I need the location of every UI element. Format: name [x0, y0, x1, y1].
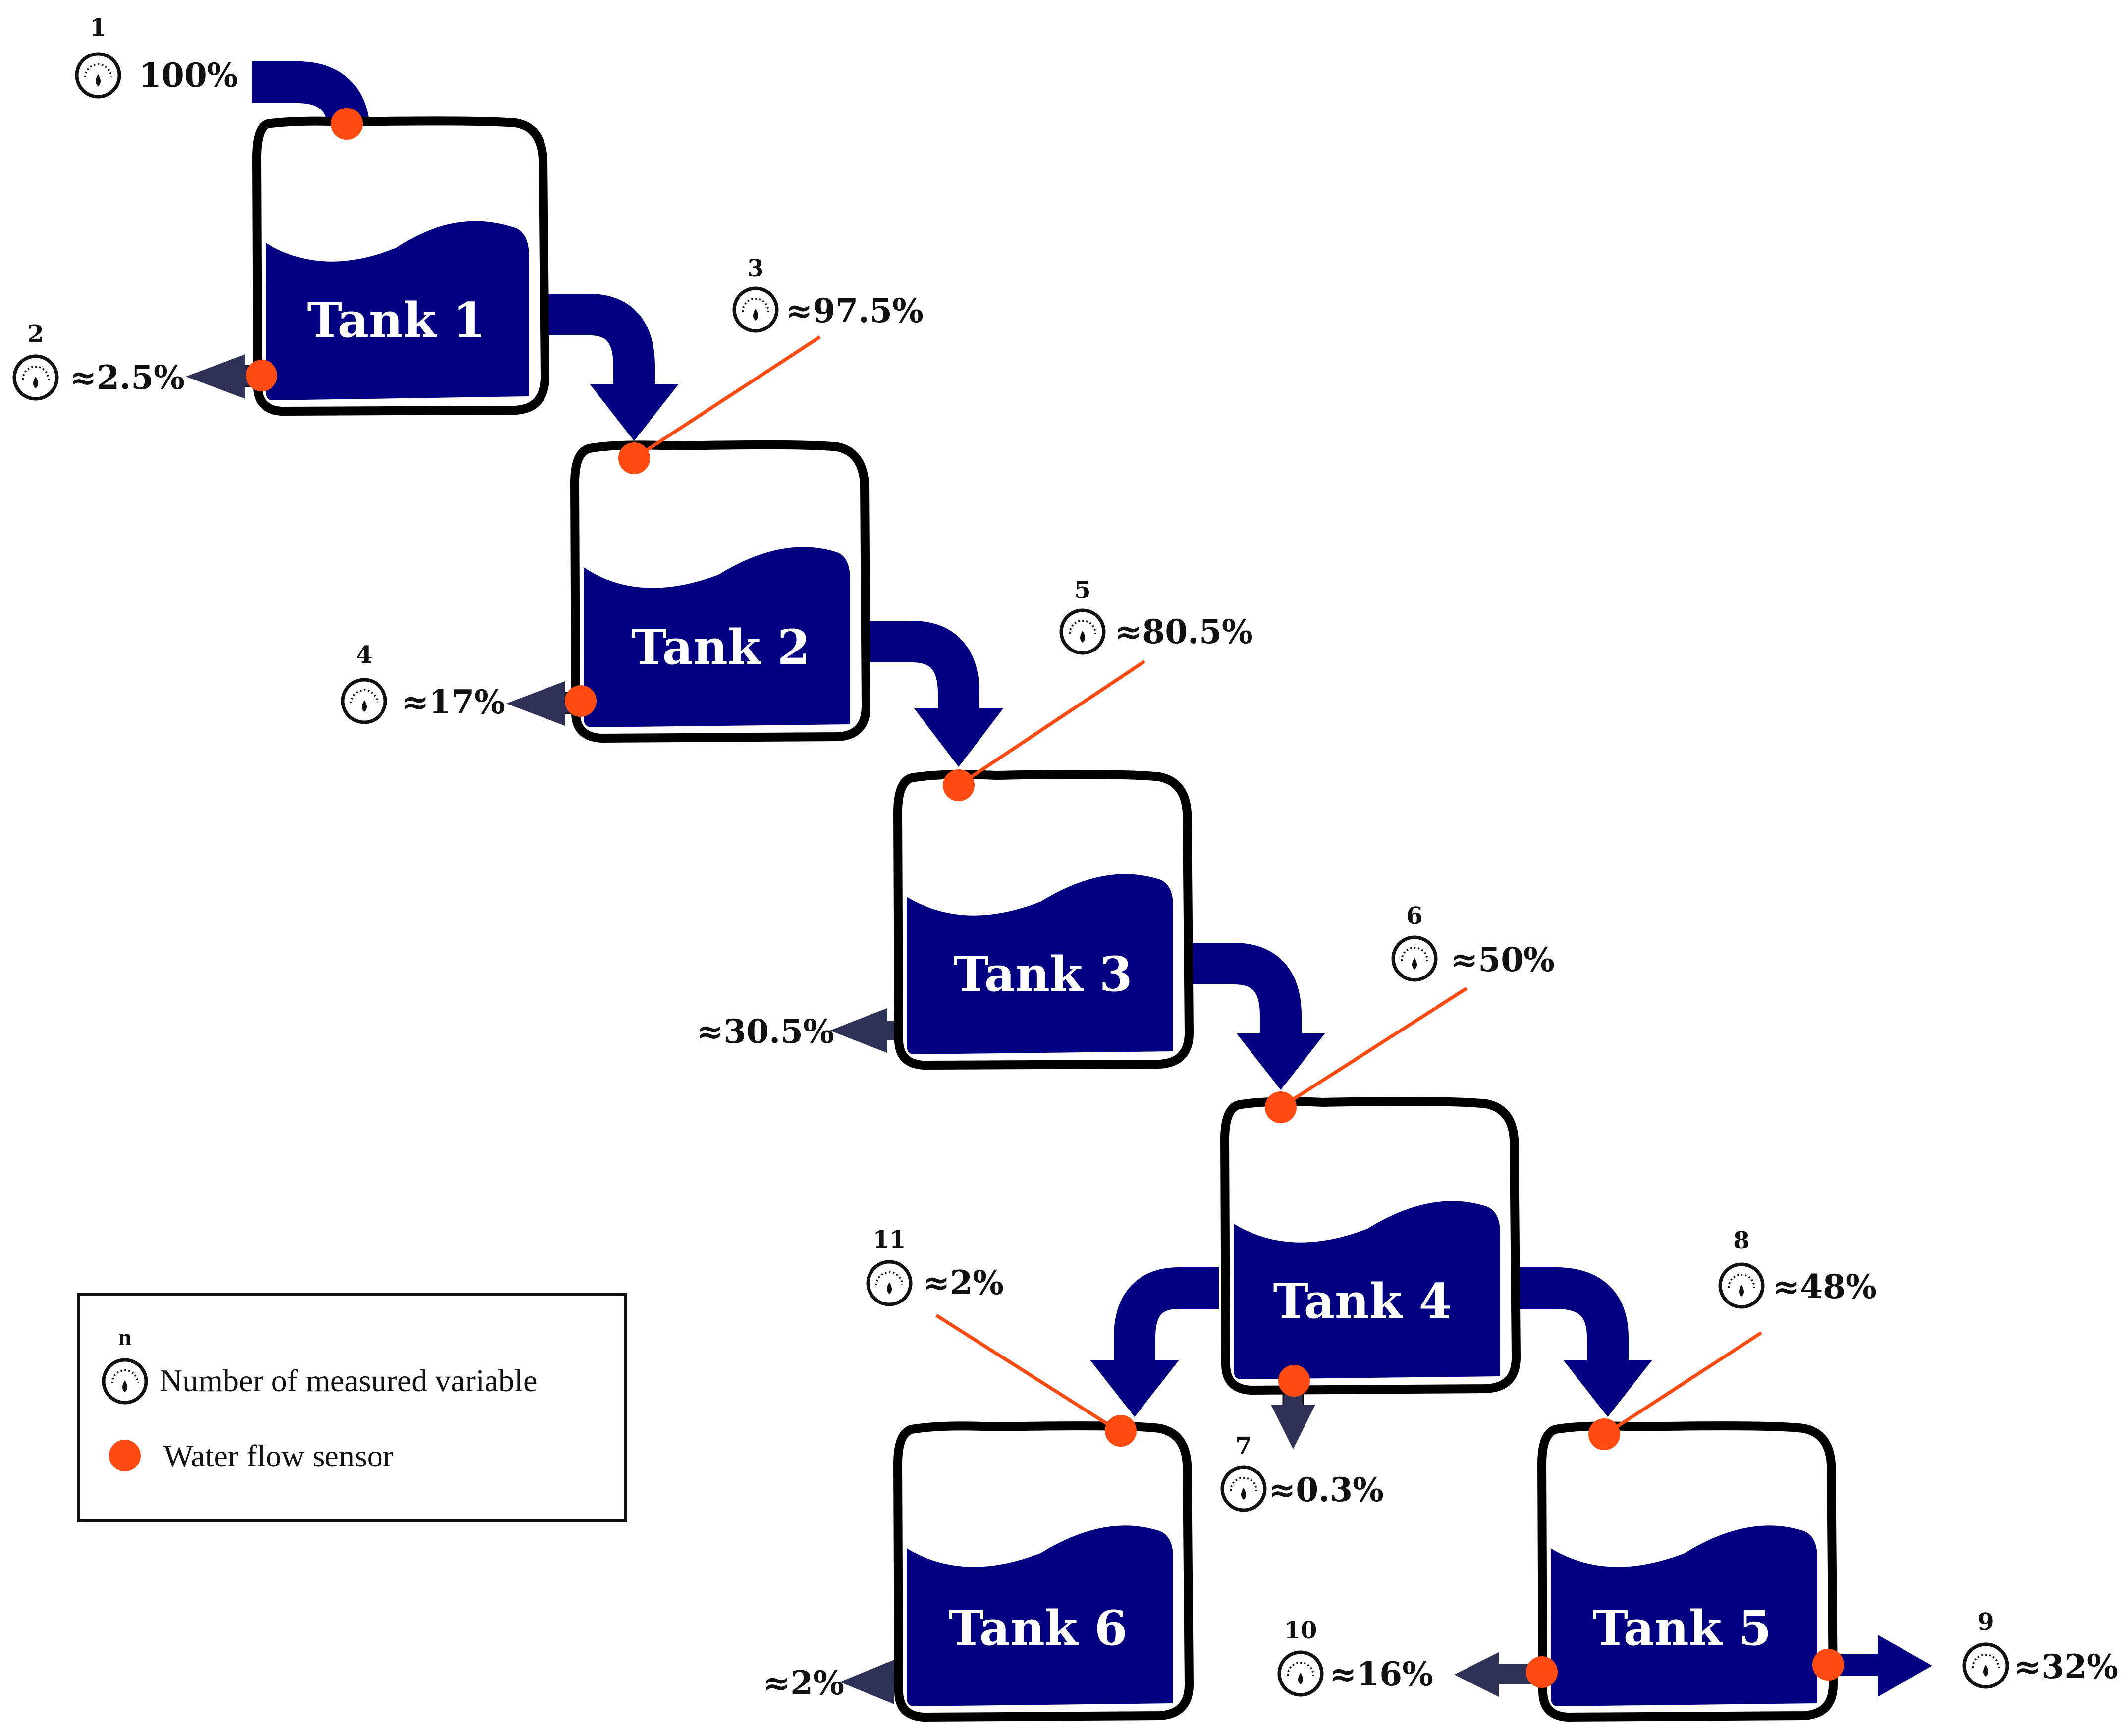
measurement-7-value: ≈0.3%	[1268, 1470, 1384, 1509]
measurement-6-value: ≈50%	[1451, 940, 1555, 979]
measurement-7: 7 ≈0.3%	[1222, 1432, 1384, 1510]
pipe-tank3-tank4	[1187, 943, 1302, 1035]
gauge-icon	[734, 288, 777, 331]
measurement-2-number: 2	[27, 320, 44, 348]
pipe-tank3-tank4-head	[1236, 1033, 1325, 1090]
sensor-8	[1588, 1418, 1620, 1450]
measurement-2: 2 ≈2.5%	[14, 320, 185, 399]
measurement-2-value: ≈2.5%	[69, 358, 185, 397]
tank1-outflow-arrow	[186, 354, 245, 399]
tank-2-label: Tank 2	[632, 619, 811, 675]
gauge-icon	[1279, 1652, 1322, 1695]
sensor-5	[943, 769, 975, 801]
gauge-icon	[77, 54, 119, 97]
measurement-9-number: 9	[1977, 1608, 1994, 1636]
gauge-icon	[1222, 1467, 1265, 1510]
measurement-4: 4 ≈17%	[343, 641, 505, 722]
pipe-tank2-tank3-head	[914, 708, 1003, 767]
tank-6-label: Tank 6	[949, 1600, 1128, 1656]
measurement-10-number: 10	[1284, 1617, 1317, 1644]
measurement-11-number: 11	[873, 1226, 906, 1253]
tank-2: Tank 2	[570, 440, 871, 743]
sensor-11	[1105, 1415, 1137, 1447]
measurement-6: 6 ≈50%	[1393, 902, 1555, 980]
gauge-icon	[1720, 1264, 1763, 1307]
sensor-7	[1278, 1365, 1310, 1397]
pipe-tank4-tank6	[1114, 1267, 1219, 1362]
measurement-1-number: 1	[90, 14, 106, 42]
tank-5-label: Tank 5	[1593, 1600, 1772, 1656]
pipe-tank4-tank5	[1506, 1267, 1629, 1362]
legend-sensor-label: Water flow sensor	[163, 1438, 393, 1473]
measurement-6-number: 6	[1406, 902, 1422, 930]
gauge-icon	[1964, 1644, 2007, 1687]
sensor-4	[565, 685, 597, 717]
measurement-7-number: 7	[1235, 1432, 1251, 1460]
tank5-right-outflow-arrow	[1878, 1635, 1932, 1697]
measurement-10-value: ≈16%	[1329, 1655, 1433, 1693]
gauge-icon	[1393, 937, 1436, 980]
gauge-icon	[343, 680, 385, 722]
measurement-9-value: ≈32%	[2014, 1647, 2118, 1686]
measurement-1: 1 100%	[77, 14, 238, 97]
measurement-4-number: 4	[356, 641, 372, 669]
measurement-8-value: ≈48%	[1773, 1267, 1877, 1306]
tank-5: Tank 5	[1537, 1421, 1838, 1722]
pipe-tank2-tank3	[865, 621, 979, 711]
measurement-1-value: 100%	[139, 56, 238, 95]
gauge-icon	[104, 1360, 146, 1403]
tank-4: Tank 4	[1220, 1097, 1521, 1395]
tank-4-label: Tank 4	[1273, 1273, 1452, 1329]
sensor-10	[1526, 1656, 1558, 1688]
measurement-9: 9 ≈32%	[1964, 1608, 2118, 1687]
gauge-icon	[868, 1262, 911, 1304]
measurement-5-value: ≈80.5%	[1115, 612, 1253, 651]
measurement-11-value: ≈2%	[923, 1263, 1004, 1302]
pipe-tank4-tank5-head	[1563, 1360, 1652, 1417]
tank3-outflow-value: ≈30.5%	[696, 1012, 834, 1051]
pipe-tank4-tank6-head	[1090, 1360, 1179, 1417]
tank5-left-outflow-arrow	[1454, 1652, 1499, 1697]
legend: n Number of measured variable Water flow…	[77, 1293, 627, 1522]
tank-1: Tank 1	[252, 116, 550, 416]
pipe-tank1-tank2	[540, 294, 655, 386]
sensor-legend-dot	[109, 1440, 141, 1471]
measurement-5: 5 ≈80.5%	[1061, 576, 1253, 653]
sensor-2	[246, 360, 277, 391]
measurement-4-value: ≈17%	[401, 683, 505, 721]
measurement-11: 11 ≈2%	[868, 1226, 1004, 1304]
legend-n-symbol: n	[118, 1324, 132, 1351]
sensor-1	[331, 108, 363, 140]
gauge-icon	[1061, 610, 1104, 653]
tank2-outflow-arrow	[506, 681, 565, 726]
tank-1-label: Tank 1	[307, 292, 486, 348]
tank6-outflow-value: ≈2%	[763, 1664, 844, 1702]
measurement-3-value: ≈97.5%	[785, 291, 924, 330]
measurement-3-number: 3	[747, 255, 763, 282]
sensor-9	[1812, 1649, 1844, 1681]
sensor-6	[1265, 1091, 1297, 1123]
measurement-3: 3 ≈97.5%	[734, 255, 924, 331]
tank-6: Tank 6	[893, 1421, 1194, 1722]
measurement-10: 10 ≈16%	[1279, 1617, 1433, 1695]
measurement-5-number: 5	[1074, 576, 1090, 604]
tank6-outflow-arrow	[840, 1660, 894, 1704]
measurement-8: 8 ≈48%	[1720, 1227, 1877, 1307]
tank-3-label: Tank 3	[954, 946, 1133, 1002]
legend-gauge-label: Number of measured variable	[160, 1363, 537, 1398]
tank-3: Tank 3	[893, 770, 1194, 1070]
tank3-outflow-arrow	[830, 1008, 887, 1053]
measurement-8-number: 8	[1733, 1227, 1749, 1254]
gauge-icon	[14, 356, 57, 399]
sensor-3	[618, 442, 650, 474]
pipe-tank1-tank2-head	[590, 384, 679, 441]
tank4-outflow-arrow	[1271, 1405, 1315, 1449]
